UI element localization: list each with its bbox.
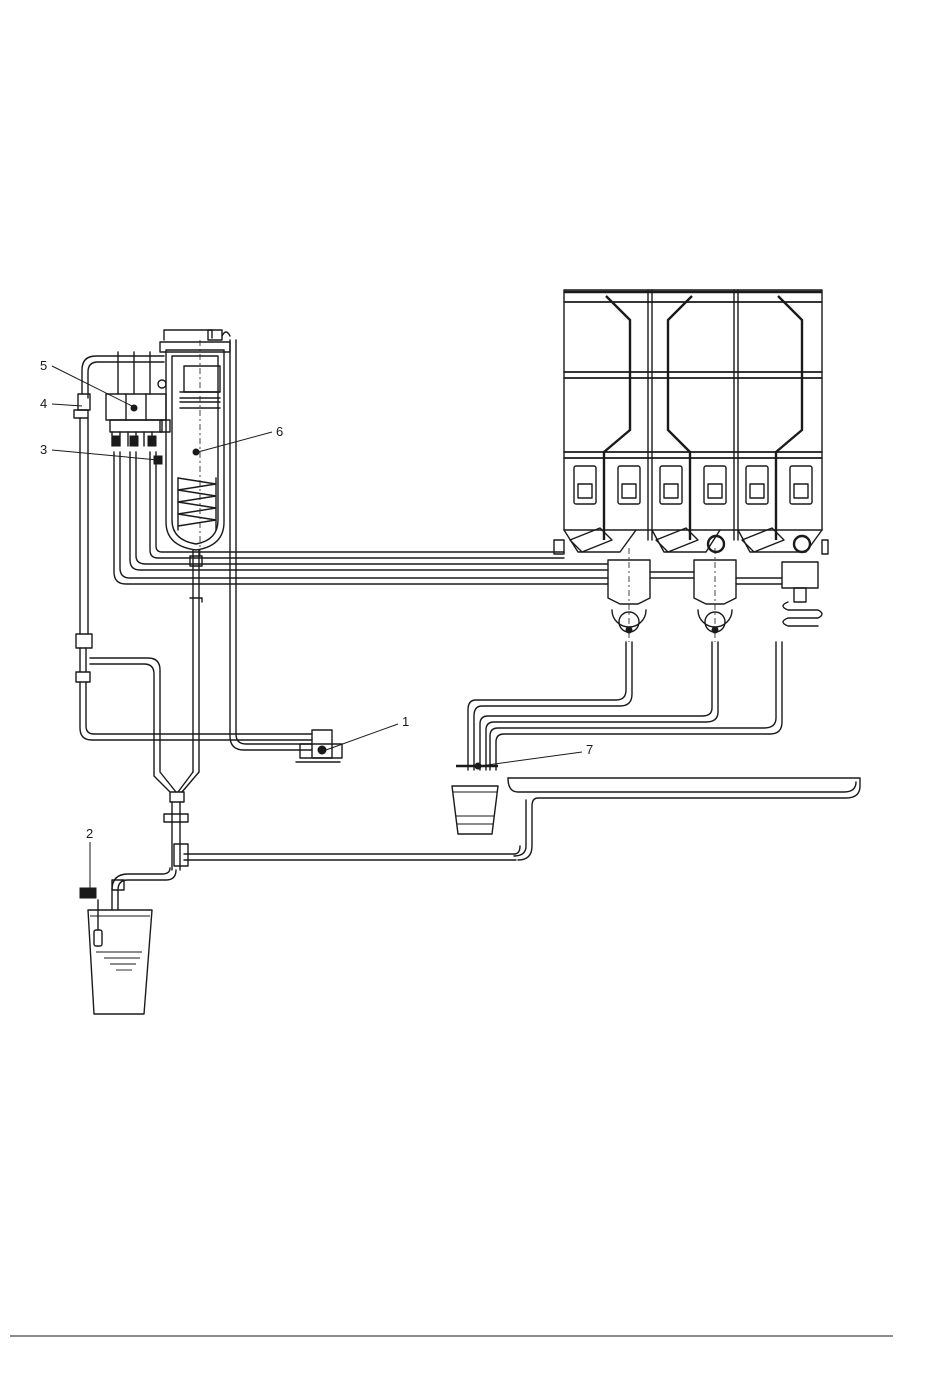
boiler: [158, 330, 230, 556]
callout-7: 7: [586, 742, 593, 757]
callout-1: 1: [402, 714, 409, 729]
inlet-circuit: [74, 332, 520, 946]
solenoid-valves: [82, 352, 170, 464]
callouts: 1 2 3 4 5 6 7: [40, 358, 593, 888]
cup: [452, 786, 498, 834]
callout-4: 4: [40, 396, 47, 411]
drip-tray: [508, 778, 860, 860]
callout-2: 2: [86, 826, 93, 841]
callout-leader-6: [198, 432, 272, 452]
callout-3: 3: [40, 442, 47, 457]
callout-leader-3: [52, 450, 158, 460]
outlet-tubes: [456, 642, 782, 770]
callout-leader-5: [52, 366, 132, 406]
ingredient-canisters: [554, 290, 828, 554]
mixing-bowls: [608, 548, 822, 642]
callout-5: 5: [40, 358, 47, 373]
callout-leader-1: [326, 724, 398, 750]
callout-6: 6: [276, 424, 283, 439]
